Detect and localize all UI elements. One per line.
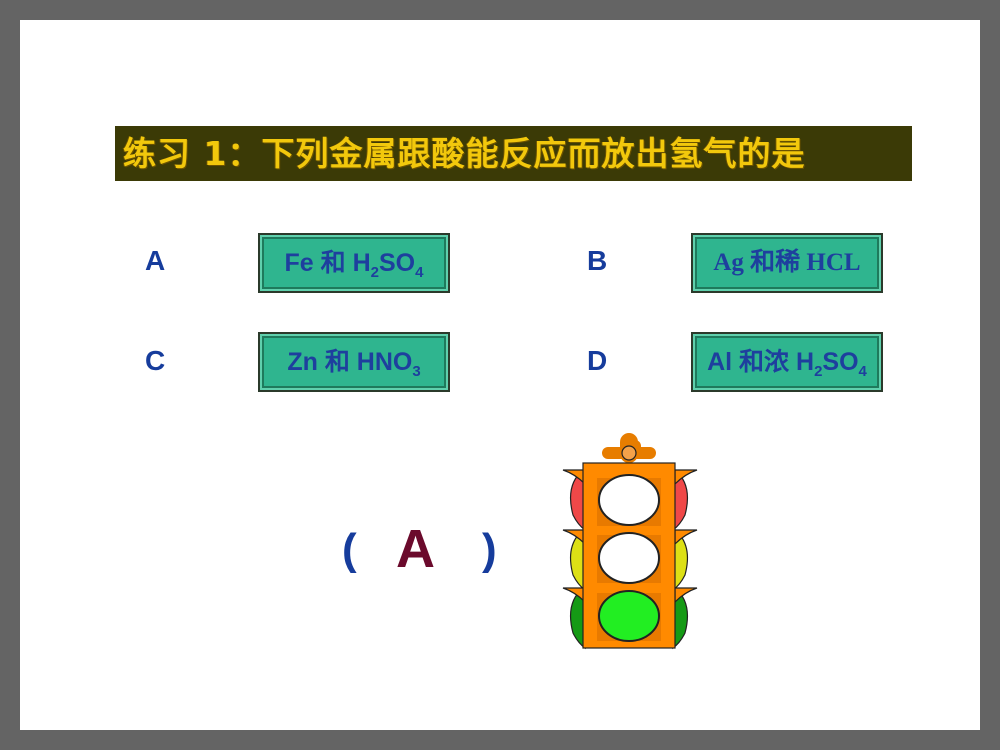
answer-open-paren: ( (342, 525, 357, 574)
option-b-box[interactable]: Ag 和稀 HCL (691, 233, 883, 293)
question-title: 练习 1：下列金属跟酸能反应而放出氢气的是 (115, 126, 912, 181)
option-d-box[interactable]: Al 和浓 H2SO4 (691, 332, 883, 392)
option-a-box[interactable]: Fe 和 H2SO4 (258, 233, 450, 293)
traffic-light-icon (562, 433, 698, 650)
option-b-text: Ag 和稀 HCL (713, 249, 861, 276)
option-b-letter: B (587, 245, 608, 276)
subscript: 4 (858, 363, 867, 380)
side-visors (562, 468, 698, 650)
option-a-text: Fe 和 H (284, 249, 371, 277)
option-d-text: Al 和浓 H (707, 348, 815, 376)
option-a-text2: SO (379, 249, 416, 277)
subscript: 2 (370, 264, 379, 281)
yellow-lamp (598, 532, 660, 584)
subscript: 4 (415, 264, 424, 281)
subscript: 2 (814, 363, 823, 380)
subscript: 3 (412, 363, 421, 380)
option-a-letter: A (145, 245, 166, 276)
option-c-box[interactable]: Zn 和 HNO3 (258, 332, 450, 392)
answer-close-paren: ) (482, 525, 497, 574)
option-c-text: Zn 和 HNO (287, 348, 413, 376)
answer-value: A (396, 519, 435, 579)
option-d-letter: D (587, 345, 608, 376)
red-lamp (598, 474, 660, 526)
option-c-letter: C (145, 345, 166, 376)
option-d-text2: SO (822, 348, 859, 376)
green-lamp (598, 590, 660, 642)
